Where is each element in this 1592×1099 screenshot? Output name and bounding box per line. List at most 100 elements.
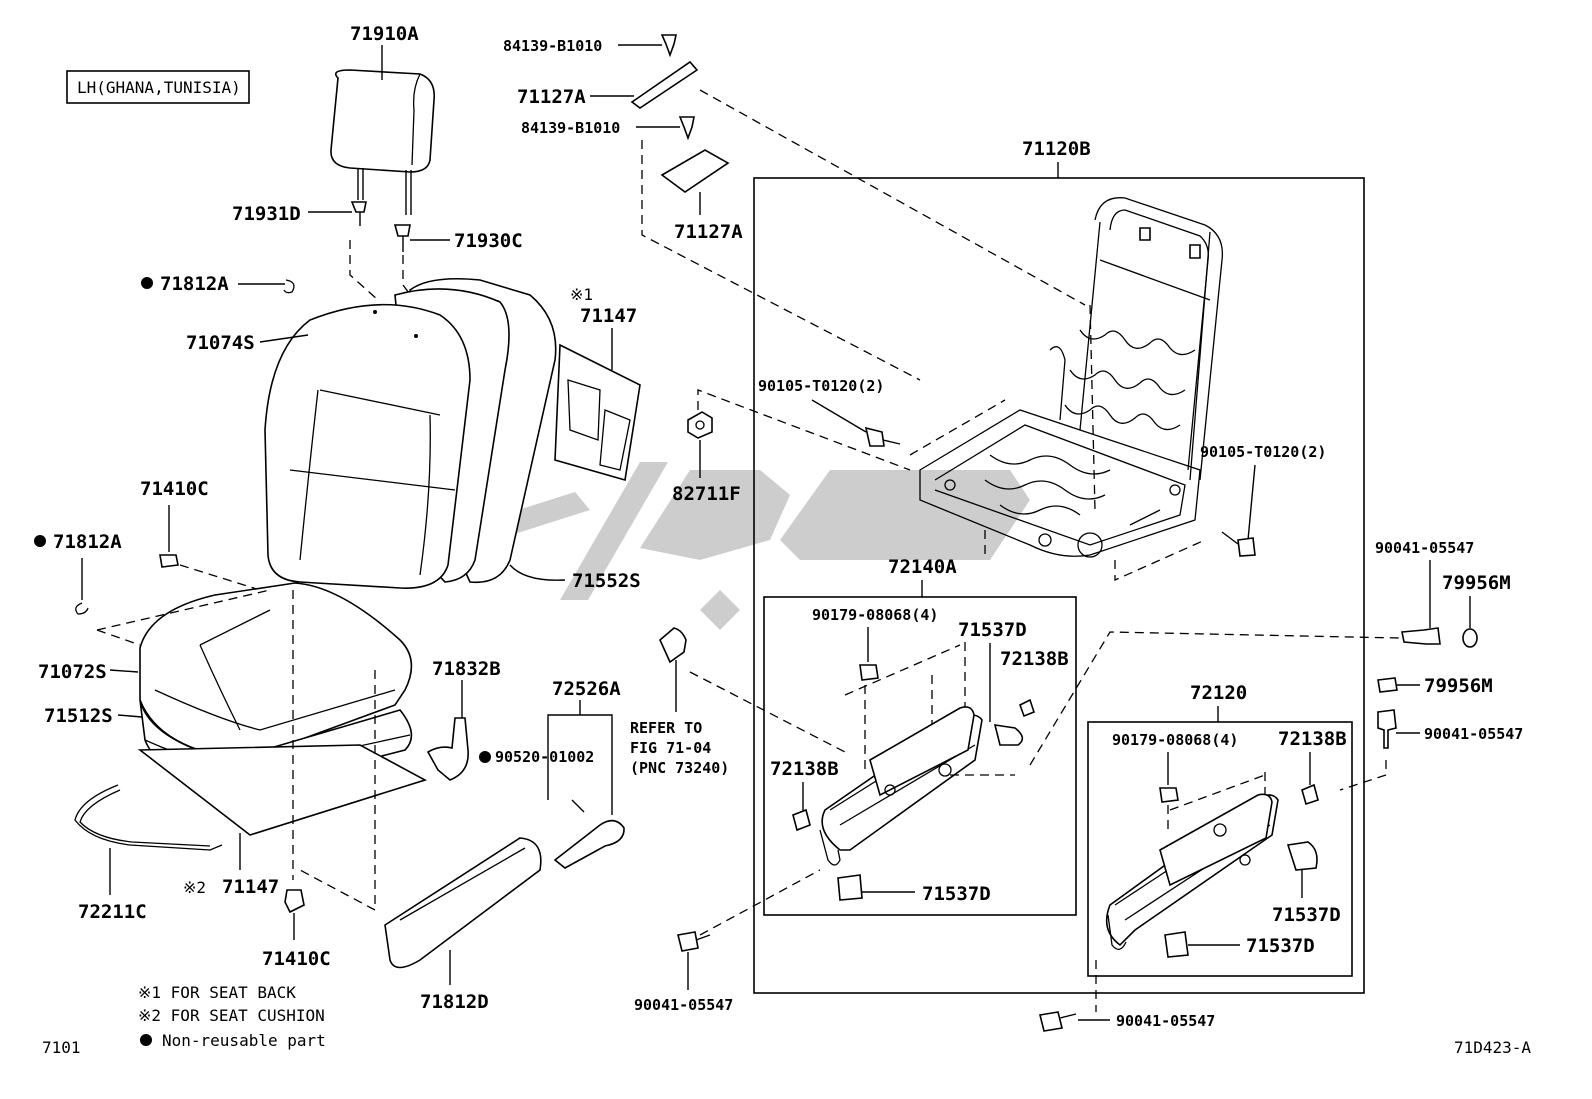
legend-note-seat-cushion: ※2 FOR SEAT CUSHION xyxy=(138,1006,325,1025)
frame-box-71120B xyxy=(753,177,1365,994)
label-90179-right: 90179-08068(4) xyxy=(1112,731,1238,749)
label-72211C: 72211C xyxy=(78,901,147,923)
label-72526A: 72526A xyxy=(552,678,621,700)
seat-back-mat xyxy=(554,343,641,482)
refer-line3: (PNC 73240) xyxy=(630,759,729,777)
label-71147-bottom-mark: ※2 xyxy=(183,878,206,897)
legend-dot-icon xyxy=(140,1034,152,1046)
cap-79956M-b xyxy=(1377,677,1398,693)
bolt-90041-right xyxy=(1377,709,1397,749)
label-79956M-a: 79956M xyxy=(1442,572,1511,594)
seat-frame-drawing xyxy=(919,197,1224,558)
label-71812D: 71812D xyxy=(420,991,489,1013)
region-tag-box xyxy=(66,70,250,104)
washer-79956M-a xyxy=(1462,628,1478,648)
clip-71537D-d xyxy=(1164,931,1189,958)
non-reusable-dot xyxy=(141,277,153,289)
clip-84139-b xyxy=(678,116,695,141)
label-82711F: 82711F xyxy=(672,483,741,505)
clip-82711F xyxy=(687,411,713,439)
clip-71410C-top xyxy=(159,554,179,568)
headrest-drawing xyxy=(330,45,436,215)
adjuster-box-72120 xyxy=(1087,721,1353,977)
label-71120B: 71120B xyxy=(1022,138,1091,160)
clip-72138B-c xyxy=(1301,783,1319,806)
label-71127A-b: 71127A xyxy=(674,221,743,243)
label-71537D-d: 71537D xyxy=(1246,935,1315,957)
label-71147-top-mark: ※1 xyxy=(570,285,593,304)
label-71147-bottom: 71147 xyxy=(222,876,279,898)
label-71812A-top: 71812A xyxy=(160,273,229,295)
legend-note-seat-back: ※1 FOR SEAT BACK xyxy=(138,983,296,1002)
label-71812A-left: 71812A xyxy=(53,531,122,553)
label-71410C-bottom: 71410C xyxy=(262,948,331,970)
label-71552S: 71552S xyxy=(572,570,641,592)
clip-71410C-bottom xyxy=(284,889,305,914)
label-84139-b: 84139-B1010 xyxy=(521,119,620,137)
label-79956M-b: 79956M xyxy=(1424,675,1493,697)
label-72138B-a: 72138B xyxy=(1000,648,1069,670)
label-72138B-c: 72138B xyxy=(1278,728,1347,750)
side-cover-71812D xyxy=(384,837,542,969)
label-84139-a: 84139-B1010 xyxy=(503,37,602,55)
label-71147-top: 71147 xyxy=(580,305,637,327)
label-90041-left: 90041-05547 xyxy=(634,996,733,1014)
wire-72211C xyxy=(74,784,223,851)
label-90041-right: 90041-05547 xyxy=(1424,725,1523,743)
nut-90179-left xyxy=(859,664,879,681)
refer-line1: REFER TO xyxy=(630,719,702,737)
seat-rail-right xyxy=(1105,793,1279,950)
label-72140A: 72140A xyxy=(888,556,957,578)
bolt-90041-bottom xyxy=(1039,1011,1063,1032)
seat-rail-left xyxy=(819,706,983,866)
bolt-90105-left xyxy=(864,426,885,447)
clip-71537D-a xyxy=(993,724,1024,746)
refer-line2: FIG 71-04 xyxy=(630,739,711,757)
clip-71537D-c xyxy=(1286,841,1318,871)
clip-71537D-b xyxy=(837,874,863,901)
label-71930C: 71930C xyxy=(454,230,523,252)
label-90105-right: 90105-T0120(2) xyxy=(1200,443,1326,461)
nut-90179-right xyxy=(1159,787,1179,803)
cover-71127A-a xyxy=(630,60,699,109)
headrest-support-71930C xyxy=(393,224,411,237)
label-71537D-b: 71537D xyxy=(922,883,991,905)
label-71512S: 71512S xyxy=(44,705,113,727)
buckle-icon xyxy=(659,627,687,664)
label-90041-top: 90041-05547 xyxy=(1375,539,1474,557)
label-71832B: 71832B xyxy=(432,658,501,680)
label-71127A-a: 71127A xyxy=(517,86,586,108)
adjuster-box-72140A xyxy=(763,596,1077,916)
seat-back-drawing xyxy=(264,277,557,589)
watermark-logo xyxy=(455,462,1030,630)
label-72120: 72120 xyxy=(1190,682,1247,704)
bolt-90041-left xyxy=(677,931,699,952)
clip-72138B-b xyxy=(792,808,811,832)
label-90520: 90520-01002 xyxy=(495,748,594,766)
legend-note-non-reusable: Non-reusable part xyxy=(162,1031,326,1050)
label-71410C-top: 71410C xyxy=(140,478,209,500)
cover-71127A-b xyxy=(660,149,730,193)
label-72138B-b: 72138B xyxy=(770,758,839,780)
label-71537D-c: 71537D xyxy=(1272,904,1341,926)
headrest-support-71931D xyxy=(350,201,367,213)
label-71537D-a: 71537D xyxy=(958,619,1027,641)
label-90179-left: 90179-08068(4) xyxy=(812,606,938,624)
figure-id: 71D423-A xyxy=(1454,1038,1531,1057)
label-71910A: 71910A xyxy=(350,23,419,45)
seat-cushion-mat xyxy=(137,744,428,836)
region-tag: LH(GHANA,TUNISIA) xyxy=(77,78,241,97)
lever-72526A xyxy=(553,819,625,869)
label-71931D: 71931D xyxy=(232,203,301,225)
bolt-90041-top xyxy=(1401,627,1441,645)
label-71072S: 71072S xyxy=(38,661,107,683)
page-code: 7101 xyxy=(42,1038,81,1057)
bolt-90105-right xyxy=(1237,537,1256,557)
bracket-71832B xyxy=(426,717,469,781)
clip-84139-a xyxy=(660,34,677,58)
label-90041-bottom: 90041-05547 xyxy=(1116,1012,1215,1030)
clip-72138B-a xyxy=(1019,698,1035,718)
label-71074S: 71074S xyxy=(186,332,255,354)
label-90105-left: 90105-T0120(2) xyxy=(758,377,884,395)
